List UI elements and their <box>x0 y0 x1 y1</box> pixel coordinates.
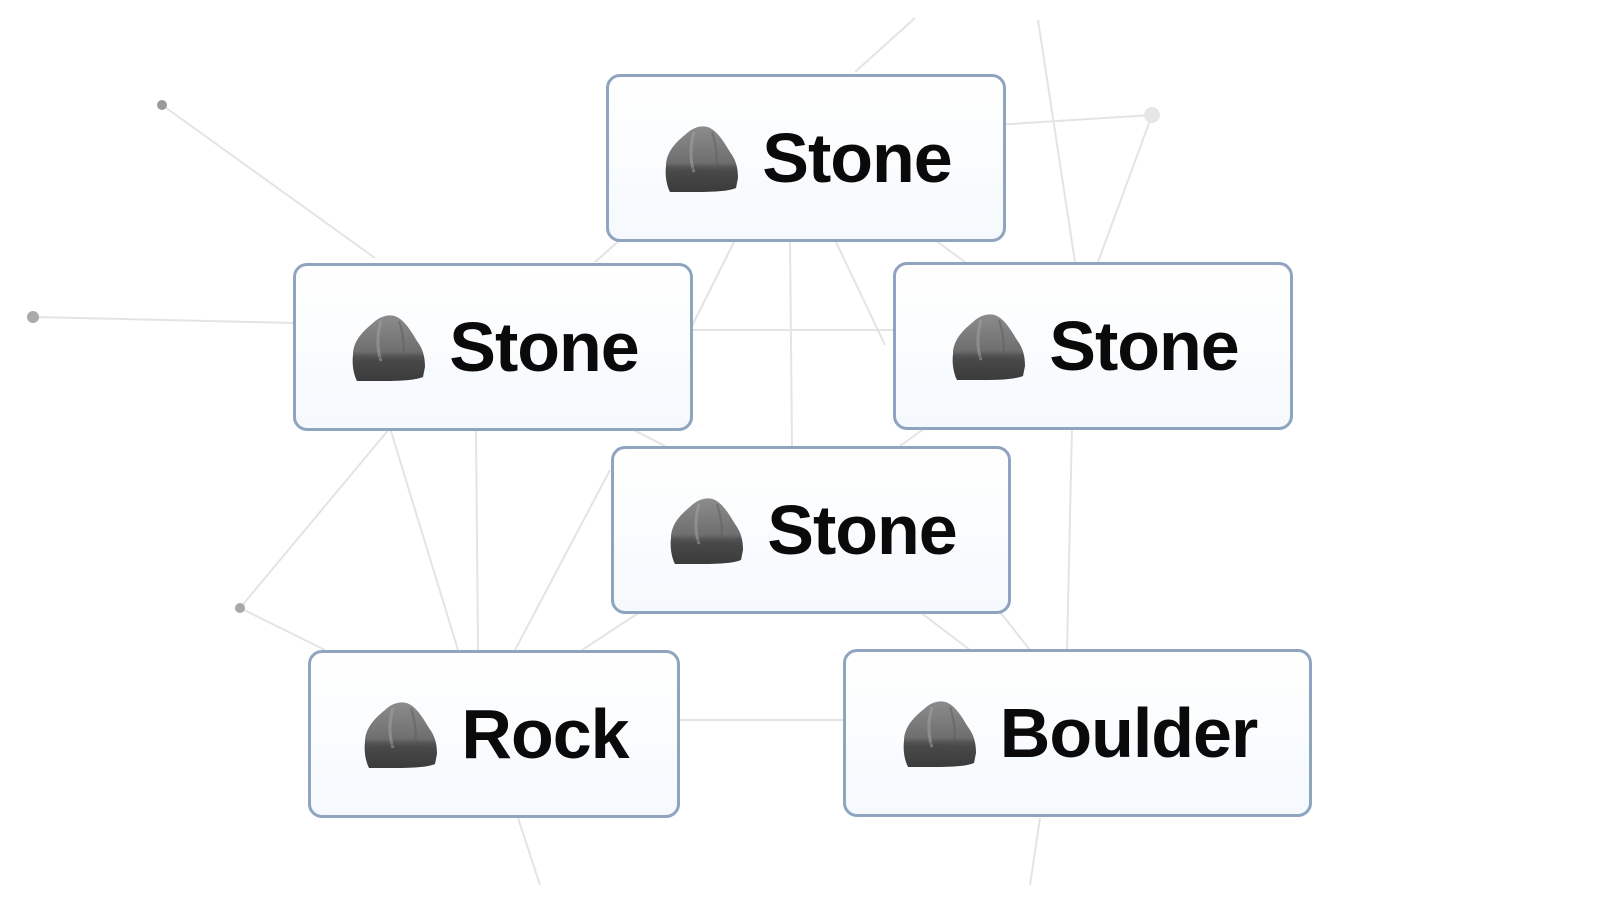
connection-line <box>389 427 459 651</box>
element-tile-stone[interactable]: Stone <box>293 263 693 431</box>
connection-line <box>594 239 621 263</box>
connection-line <box>239 427 391 609</box>
connection-line <box>919 611 971 651</box>
rock-icon <box>359 698 439 770</box>
element-label: Stone <box>762 119 952 197</box>
connection-line <box>581 611 641 651</box>
connection-line <box>834 239 886 346</box>
node-dot <box>157 100 167 110</box>
connection-line <box>161 104 376 259</box>
connection-line <box>899 427 926 447</box>
connection-line <box>1029 817 1041 886</box>
rock-icon <box>347 311 427 383</box>
element-label: Boulder <box>999 694 1258 772</box>
rock-icon <box>660 122 740 194</box>
element-label: Stone <box>1049 307 1239 385</box>
element-label: Stone <box>767 491 957 569</box>
connection-line <box>514 469 611 651</box>
connection-line <box>517 817 541 886</box>
connection-line <box>239 607 326 651</box>
rock-icon <box>665 494 745 566</box>
element-tile-boulder[interactable]: Boulder <box>843 649 1312 817</box>
element-tile-stone[interactable]: Stone <box>893 262 1293 430</box>
connection-line <box>789 239 793 447</box>
rock-icon <box>947 310 1027 382</box>
connection-line <box>934 239 966 263</box>
connection-line <box>854 17 916 73</box>
connection-line <box>475 427 479 651</box>
rock-icon <box>898 697 978 769</box>
connection-line <box>1097 114 1153 263</box>
connection-line <box>1037 19 1076 263</box>
connection-line <box>689 239 736 331</box>
element-label: Stone <box>449 308 639 386</box>
connection-line <box>999 611 1031 651</box>
connection-line <box>32 316 296 324</box>
node-dot <box>1144 107 1160 123</box>
connection-line <box>629 427 666 447</box>
element-label: Rock <box>461 695 629 773</box>
element-tile-stone[interactable]: Stone <box>611 446 1011 614</box>
node-dot <box>235 603 245 613</box>
connection-line <box>994 114 1153 126</box>
element-tile-rock[interactable]: Rock <box>308 650 680 818</box>
element-tile-stone[interactable]: Stone <box>606 74 1006 242</box>
node-dot <box>27 311 39 323</box>
connection-line <box>1066 427 1073 651</box>
